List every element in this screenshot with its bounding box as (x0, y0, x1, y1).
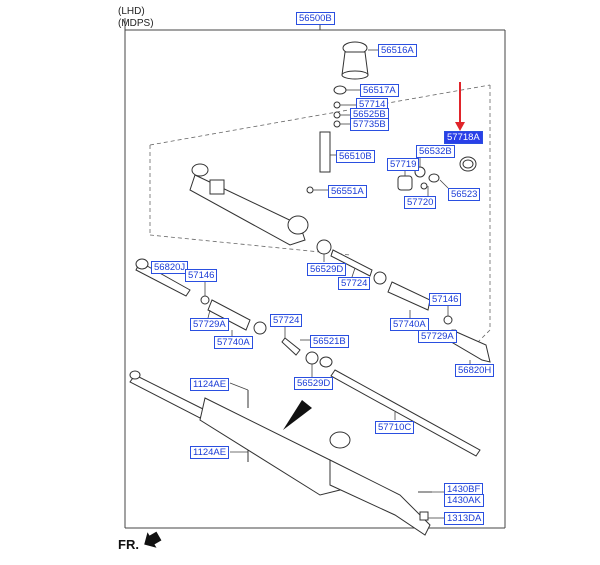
dashed-exploded-box (149, 84, 491, 351)
part-label-56500B[interactable]: 56500B (296, 12, 335, 25)
part-label-57710C[interactable]: 57710C (375, 421, 415, 434)
front-direction-arrow-icon (144, 531, 162, 548)
part-label-1124AE-lower[interactable]: 1124AE (190, 446, 230, 459)
part-label-57720[interactable]: 57720 (404, 196, 437, 209)
part-label-56521B[interactable]: 56521B (310, 335, 349, 348)
part-label-57729A-right[interactable]: 57729A (418, 330, 457, 343)
variant-label-lhd: (LHD) (118, 6, 145, 17)
yoke-parts (397, 156, 477, 191)
part-label-1124AE[interactable]: 1124AE (190, 378, 230, 391)
part-label-56523[interactable]: 56523 (448, 188, 481, 201)
pointer-arrow-icon (455, 82, 465, 131)
part-label-56551A[interactable]: 56551A (328, 185, 367, 198)
gear-housing-upper (189, 163, 309, 246)
pinion-parts (306, 41, 369, 194)
front-orientation-label: FR. (118, 537, 139, 552)
part-label-57719[interactable]: 57719 (387, 158, 420, 171)
part-label-57146-right[interactable]: 57146 (429, 293, 462, 306)
part-label-56517A[interactable]: 56517A (360, 84, 399, 97)
part-label-57146[interactable]: 57146 (185, 269, 218, 282)
part-label-57740A[interactable]: 57740A (214, 336, 253, 349)
assembly-frame (124, 18, 506, 529)
part-label-56532B[interactable]: 56532B (416, 145, 455, 158)
part-label-56529D-lower[interactable]: 56529D (294, 377, 334, 390)
part-label-56529D[interactable]: 56529D (307, 263, 347, 276)
part-label-56820J[interactable]: 56820J (151, 261, 189, 274)
part-label-57718A[interactable]: 57718A (444, 131, 483, 144)
variant-label-mdps: (MDPS) (118, 18, 154, 29)
part-label-56516A[interactable]: 56516A (378, 44, 417, 57)
part-label-57735B[interactable]: 57735B (350, 118, 389, 131)
part-label-1313DA[interactable]: 1313DA (444, 512, 485, 525)
part-label-57724[interactable]: 57724 (338, 277, 371, 290)
part-label-57740A-right[interactable]: 57740A (390, 318, 429, 331)
assembly-direction-arrow (283, 400, 312, 430)
rack-assembly-lower (129, 369, 481, 536)
part-label-56820H[interactable]: 56820H (455, 364, 495, 377)
part-label-57729A[interactable]: 57729A (190, 318, 229, 331)
part-label-1430AK[interactable]: 1430AK (444, 494, 484, 507)
part-label-57724-lower[interactable]: 57724 (270, 314, 303, 327)
part-label-56510B[interactable]: 56510B (336, 150, 375, 163)
